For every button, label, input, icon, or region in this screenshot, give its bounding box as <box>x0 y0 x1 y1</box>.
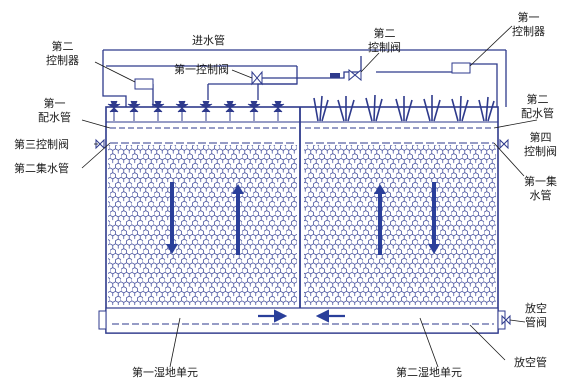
label-third-control-valve: 第三控制阀 <box>14 138 69 151</box>
second-control-valve <box>330 68 362 82</box>
fourth-control-valve <box>499 138 509 150</box>
plants-left <box>107 100 285 121</box>
first-control-valve <box>251 70 263 86</box>
left-outlet-stub <box>98 310 107 330</box>
drain-layer <box>105 307 499 334</box>
first-controller-box <box>451 62 471 74</box>
inlet-pipe-network <box>102 49 507 107</box>
label-first-wetland-unit: 第一湿地单元 <box>132 366 198 379</box>
leader-lines <box>81 25 538 368</box>
vent-pipe-valve <box>501 314 511 326</box>
second-controller-box <box>134 78 154 90</box>
hex-media-right <box>304 145 496 305</box>
label-fourth-control-valve: 第四 控制阀 <box>524 131 557 158</box>
label-second-control-valve: 第二 控制阀 <box>368 27 401 54</box>
label-inlet-pipe: 进水管 <box>192 34 225 47</box>
label-second-wetland-unit: 第二湿地单元 <box>396 366 462 379</box>
label-first-collection-pipe: 第一集 水管 <box>524 175 557 202</box>
label-first-controller: 第一 控制器 <box>512 11 545 38</box>
label-vent-pipe: 放空管 <box>514 356 547 369</box>
label-second-controller: 第二 控制器 <box>46 40 79 67</box>
plants-right <box>313 94 495 122</box>
label-second-collection-pipe: 第二集水管 <box>14 162 69 175</box>
label-second-distribution-pipe: 第二 配水管 <box>521 93 554 120</box>
hex-media-left <box>108 145 297 305</box>
label-first-control-valve: 第一控制阀 <box>174 63 229 76</box>
third-control-valve <box>95 138 105 150</box>
flow-arrows <box>166 182 440 255</box>
label-first-distribution-pipe: 第一 配水管 <box>38 97 71 124</box>
label-vent-pipe-valve: 放空 管阀 <box>525 302 547 329</box>
